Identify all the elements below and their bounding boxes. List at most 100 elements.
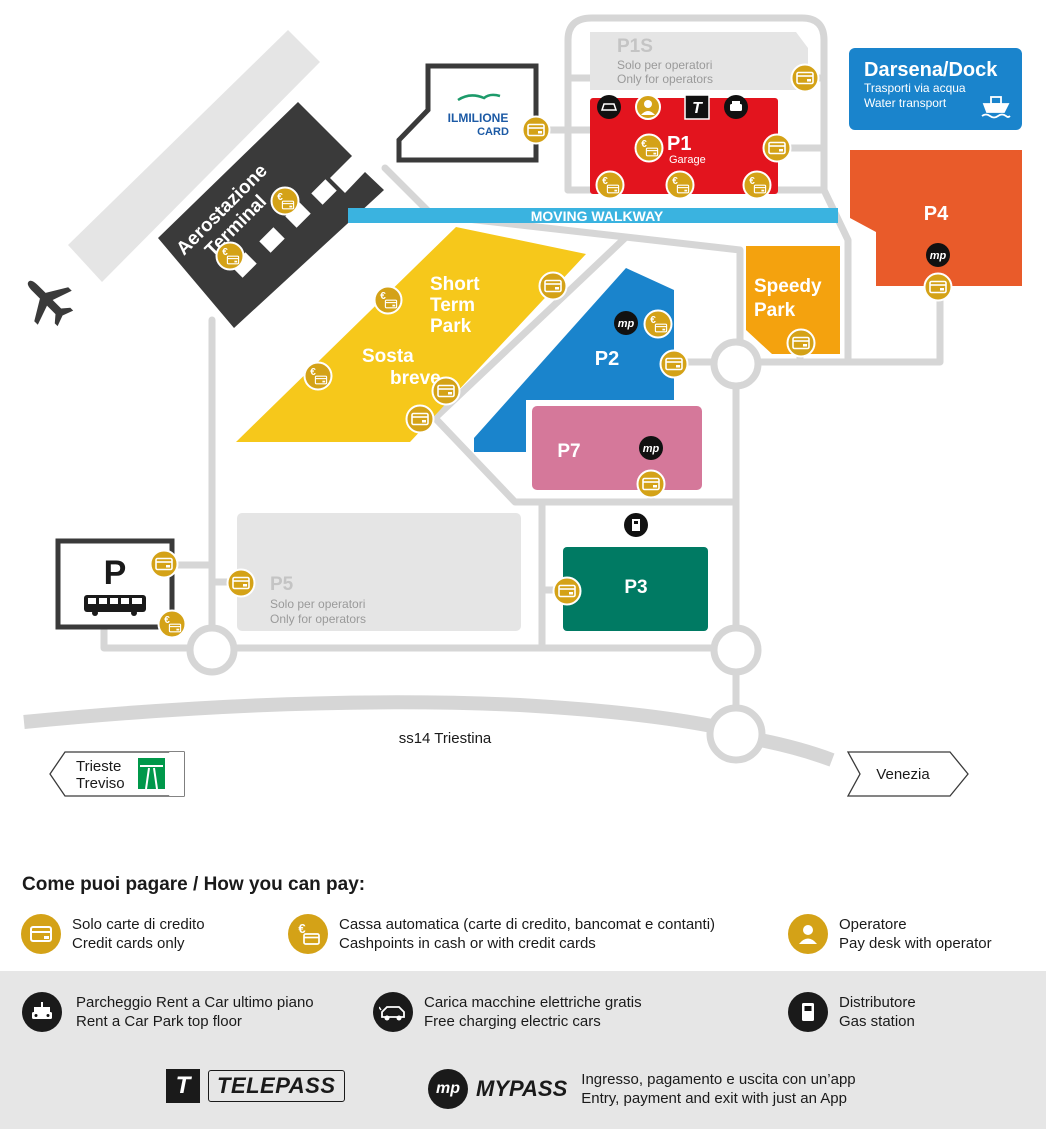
sign-trieste-treviso[interactable]: Trieste Treviso bbox=[49, 751, 185, 797]
ilmilione-label: ILMILIONE bbox=[448, 111, 509, 125]
svg-text:Trasporti via acqua: Trasporti via acqua bbox=[864, 81, 966, 95]
svg-text:T: T bbox=[692, 100, 703, 117]
lot-p7: P7 bbox=[532, 406, 702, 490]
mypass-icon-glyph: mp bbox=[436, 1080, 460, 1097]
ilmilione-card-label: CARD bbox=[477, 126, 509, 138]
svg-text:mp: mp bbox=[618, 318, 635, 330]
svg-text:Trieste: Trieste bbox=[76, 758, 121, 775]
svg-text:P2: P2 bbox=[595, 348, 619, 370]
svg-text:Solo per operatori: Solo per operatori bbox=[617, 58, 712, 72]
legend-cashpoint: € Cassa automatica (carte di credito, ba… bbox=[288, 914, 715, 954]
legend-mypass-en: Entry, payment and exit with just an App bbox=[581, 1090, 847, 1107]
fuel-pump-icon bbox=[788, 992, 828, 1032]
legend-gas-it: Distributore bbox=[839, 994, 916, 1011]
ss14-road bbox=[23, 695, 714, 733]
legend-charging-it: Carica macchine elettriche gratis bbox=[424, 994, 642, 1011]
mypass-icon: mp bbox=[614, 311, 638, 335]
credit-card-icon bbox=[638, 471, 665, 498]
svg-text:Sosta: Sosta bbox=[362, 346, 414, 367]
euro-coin-icon bbox=[667, 172, 694, 199]
mypass-logo: MYPASS bbox=[476, 1076, 568, 1101]
svg-text:P4: P4 bbox=[924, 203, 949, 225]
credit-card-icon bbox=[661, 351, 688, 378]
euro-coin-icon bbox=[597, 172, 624, 199]
telepass-icon: T bbox=[684, 94, 710, 120]
credit-card-icon bbox=[788, 330, 815, 357]
credit-card-icon bbox=[554, 578, 581, 605]
lot-p3: P3 bbox=[563, 547, 708, 631]
runway-apron bbox=[68, 30, 320, 282]
credit-card-icon bbox=[433, 378, 460, 405]
credit-card-icon bbox=[764, 135, 791, 162]
svg-text:P: P bbox=[104, 554, 127, 592]
svg-text:P1: P1 bbox=[667, 133, 691, 155]
credit-card-icon bbox=[792, 65, 819, 92]
svg-text:Short: Short bbox=[430, 274, 480, 295]
credit-card-icon bbox=[523, 117, 550, 144]
electric-car-icon bbox=[597, 95, 621, 119]
euro-coin-icon bbox=[744, 172, 771, 199]
legend-charging-en: Free charging electric cars bbox=[424, 1013, 601, 1030]
boat-icon bbox=[981, 96, 1011, 119]
euro-coin-icon bbox=[272, 188, 299, 215]
road-label: ss14 Triestina bbox=[399, 730, 492, 747]
svg-text:Venezia: Venezia bbox=[876, 766, 930, 783]
legend-credit-it: Solo carte di credito bbox=[72, 916, 205, 933]
euro-coin-icon bbox=[636, 135, 663, 162]
legend-mypass-it: Ingresso, pagamento e uscita con un’app bbox=[581, 1071, 856, 1088]
credit-card-icon bbox=[925, 274, 952, 301]
legend-cashpoint-it: Cassa automatica (carte di credito, banc… bbox=[339, 916, 716, 933]
fuel-pump-icon bbox=[624, 513, 648, 537]
legend-operator-en: Pay desk with operator bbox=[839, 935, 992, 952]
electric-car-icon bbox=[373, 992, 413, 1032]
mypass-icon: mp bbox=[428, 1069, 468, 1109]
svg-text:P3: P3 bbox=[624, 577, 647, 598]
svg-text:Term: Term bbox=[430, 295, 475, 316]
car-icon bbox=[22, 992, 62, 1032]
telepass-logo: TELEPASS bbox=[208, 1070, 345, 1102]
legend-operator-it: Operatore bbox=[839, 916, 907, 933]
euro-coin-icon bbox=[645, 311, 672, 338]
svg-text:Darsena/Dock: Darsena/Dock bbox=[864, 59, 998, 81]
credit-card-icon bbox=[228, 570, 255, 597]
credit-card-icon bbox=[540, 273, 567, 300]
sign-venezia[interactable]: Venezia bbox=[846, 751, 969, 797]
svg-text:Treviso: Treviso bbox=[76, 775, 125, 792]
airport-parking-map: € mp ss bbox=[23, 14, 1022, 797]
person-icon bbox=[788, 914, 828, 954]
mypass-markers: mp mp mp bbox=[614, 243, 950, 460]
credit-card-icon bbox=[407, 406, 434, 433]
svg-text:€: € bbox=[298, 921, 305, 936]
lot-p4: P4 bbox=[850, 150, 1022, 286]
svg-text:mp: mp bbox=[643, 443, 660, 455]
euro-coin-icon bbox=[217, 243, 244, 270]
legend-gas-en: Gas station bbox=[839, 1013, 915, 1030]
lot-p1: P1 Garage T bbox=[590, 94, 778, 194]
euro-coin-icon bbox=[159, 611, 186, 638]
legend-rentacar-it: Parcheggio Rent a Car ultimo piano bbox=[76, 994, 314, 1011]
highway-icon bbox=[138, 758, 165, 790]
legend-rentacar-en: Rent a Car Park top floor bbox=[76, 1013, 242, 1030]
legend-title: Come puoi pagare / How you can pay: bbox=[22, 874, 366, 895]
darsena-dock: Darsena/Dock Trasporti via acqua Water t… bbox=[849, 48, 1022, 130]
legend-telepass: T TELEPASS bbox=[166, 1069, 345, 1103]
svg-text:P5: P5 bbox=[270, 574, 294, 595]
svg-text:Only for operators: Only for operators bbox=[270, 612, 366, 626]
euro-coin-icon bbox=[305, 363, 332, 390]
svg-text:Only for operators: Only for operators bbox=[617, 72, 713, 86]
euro-coin-icon: € bbox=[288, 914, 328, 954]
svg-text:breve: breve bbox=[390, 368, 441, 389]
legend-mypass: mp MYPASS Ingresso, pagamento e uscita c… bbox=[428, 1069, 856, 1109]
svg-text:Solo per operatori: Solo per operatori bbox=[270, 597, 365, 611]
walkway-label: MOVING WALKWAY bbox=[531, 208, 664, 224]
svg-text:P7: P7 bbox=[557, 441, 580, 462]
svg-text:Water transport: Water transport bbox=[864, 96, 947, 110]
ilmilione-card-office: ILMILIONE CARD bbox=[396, 63, 539, 163]
mypass-icon: mp bbox=[639, 436, 663, 460]
euro-coin-icon bbox=[375, 287, 402, 314]
